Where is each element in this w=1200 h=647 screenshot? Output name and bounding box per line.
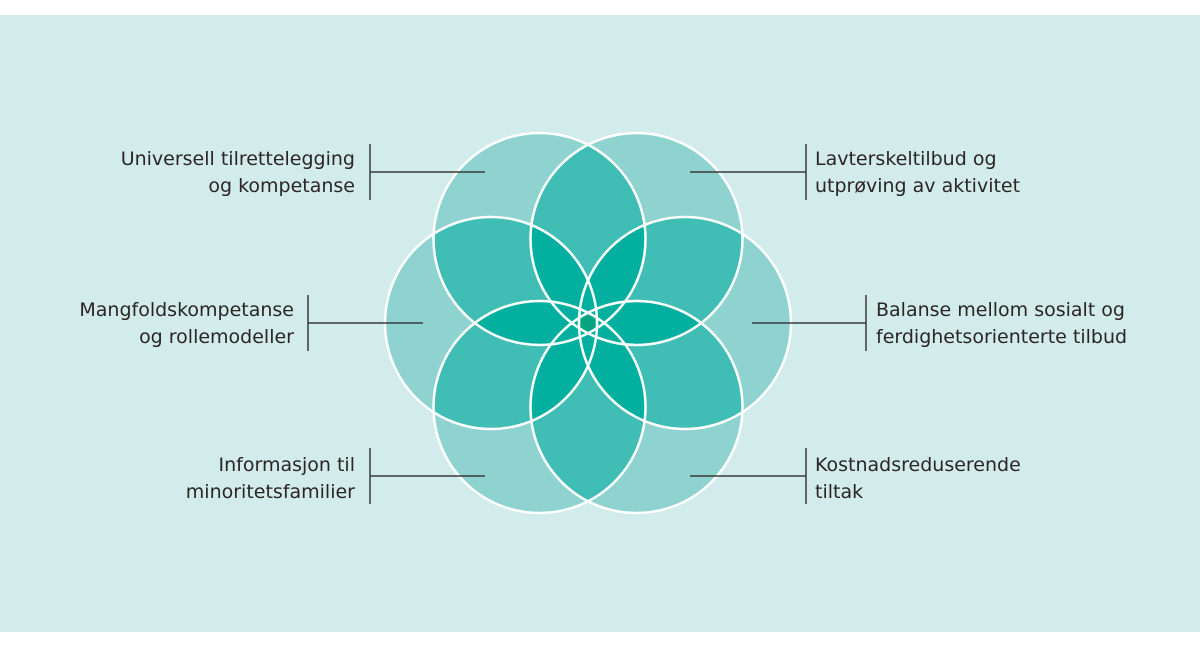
label-line: og rollemodeller <box>139 326 294 348</box>
label-line: Balanse mellom sosialt og <box>876 299 1125 321</box>
label-kostnadsreduserende: Kostnadsreduserende tiltak <box>815 452 1021 506</box>
label-line: utprøving av aktivitet <box>815 175 1021 197</box>
label-line: Lavterskeltilbud og <box>815 148 997 170</box>
circle-outline <box>529 299 744 515</box>
label-informasjon: Informasjon til minoritetsfamilier <box>186 452 355 506</box>
label-lavterskeltilbud: Lavterskeltilbud og utprøving av aktivit… <box>815 146 1020 200</box>
label-line: Informasjon til <box>218 454 355 476</box>
label-line: ferdighetsorienterte tilbud <box>876 326 1128 348</box>
label-line: minoritetsfamilier <box>185 481 355 503</box>
overlap-region-deep <box>530 301 597 429</box>
overlap-region-deep <box>579 217 646 345</box>
circle-outline <box>529 131 744 347</box>
label-line: tiltak <box>815 481 864 503</box>
circle-outline <box>432 131 647 347</box>
label-universell-tilrettelegging: Universell tilrettelegging og kompetanse <box>121 146 355 200</box>
label-balanse: Balanse mellom sosialt og ferdighetsorie… <box>876 297 1127 351</box>
circle-outline <box>432 299 647 515</box>
label-mangfoldskompetanse: Mangfoldskompetanse og rollemodeller <box>79 297 294 351</box>
label-line: Mangfoldskompetanse <box>79 299 294 321</box>
label-line: og kompetanse <box>208 175 355 197</box>
label-line: Kostnadsreduserende <box>815 454 1021 476</box>
label-line: Universell tilrettelegging <box>120 148 355 170</box>
